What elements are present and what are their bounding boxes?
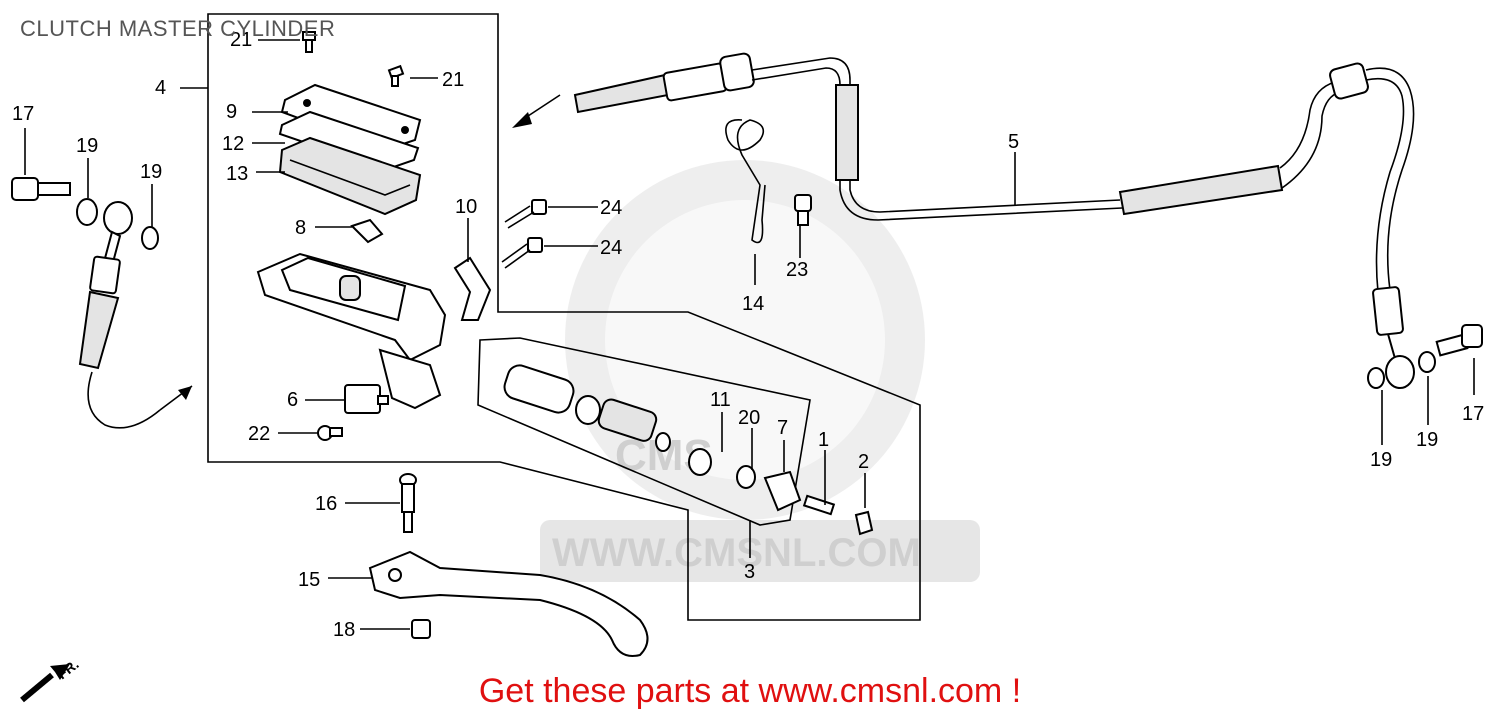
callout-1: 1: [818, 429, 829, 451]
callout-17-left: 17: [12, 103, 34, 125]
callout-14: 14: [742, 293, 764, 315]
callout-21-top: 21: [230, 29, 252, 51]
callout-5: 5: [1008, 131, 1019, 153]
bolt-24-lower: [501, 237, 543, 269]
leader-lines: [24, 39, 1475, 630]
callout-18: 18: [333, 619, 355, 641]
left-hose-assembly: [11, 177, 193, 429]
screw-21-right: [387, 64, 405, 87]
callout-10: 10: [455, 196, 477, 218]
callout-23: 23: [786, 259, 808, 281]
reservoir-cap-stack: [278, 83, 422, 244]
callout-labels: 17 19 19 4 21 21 9 12 13 8 10 6 22 24 24…: [12, 29, 1484, 641]
callout-8: 8: [295, 217, 306, 239]
bolt-24-upper: [504, 199, 547, 229]
callout-2: 2: [858, 451, 869, 473]
screw-21-top: [302, 31, 316, 53]
callout-19-left-b: 19: [140, 161, 162, 183]
nut-18: [411, 619, 431, 639]
watermark-url: WWW.CMSNL.COM: [552, 531, 921, 575]
callout-11: 11: [710, 389, 731, 411]
callout-19-left-a: 19: [76, 135, 98, 157]
piston-kit-group-outline: [477, 337, 811, 526]
switch-6: [344, 384, 389, 414]
piston-kit-3: [503, 364, 874, 536]
callout-19-right-a: 19: [1416, 429, 1438, 451]
bolt-23: [794, 194, 812, 226]
callout-15: 15: [298, 569, 320, 591]
callout-4: 4: [155, 77, 166, 99]
callout-19-right-b: 19: [1370, 449, 1392, 471]
callout-17-right: 17: [1462, 403, 1484, 425]
promo-link[interactable]: Get these parts at www.cmsnl.com !: [478, 672, 1022, 710]
diagram-title: CLUTCH MASTER CYLINDER: [20, 16, 336, 41]
callout-16: 16: [315, 493, 337, 515]
callout-12: 12: [222, 133, 244, 155]
callout-21-right: 21: [442, 69, 464, 91]
master-cylinder-body: [256, 252, 492, 410]
callout-7: 7: [777, 417, 788, 439]
callout-6: 6: [287, 389, 298, 411]
callout-24-upper: 24: [600, 197, 622, 219]
clutch-lever-15: [368, 550, 649, 657]
callout-20: 20: [738, 407, 760, 429]
callout-3: 3: [744, 561, 755, 583]
screw-22: [317, 425, 343, 441]
callout-13: 13: [226, 163, 248, 185]
watermark: CMS WWW.CMSNL.COM: [540, 160, 980, 582]
clutch-hose-5: [512, 52, 1483, 389]
callout-9: 9: [226, 101, 237, 123]
callout-24-lower: 24: [600, 237, 622, 259]
pivot-bolt-16: [399, 473, 417, 533]
callout-22: 22: [248, 423, 270, 445]
hose-clip-14: [725, 119, 766, 244]
master-cylinder-group-outline: [207, 13, 921, 621]
